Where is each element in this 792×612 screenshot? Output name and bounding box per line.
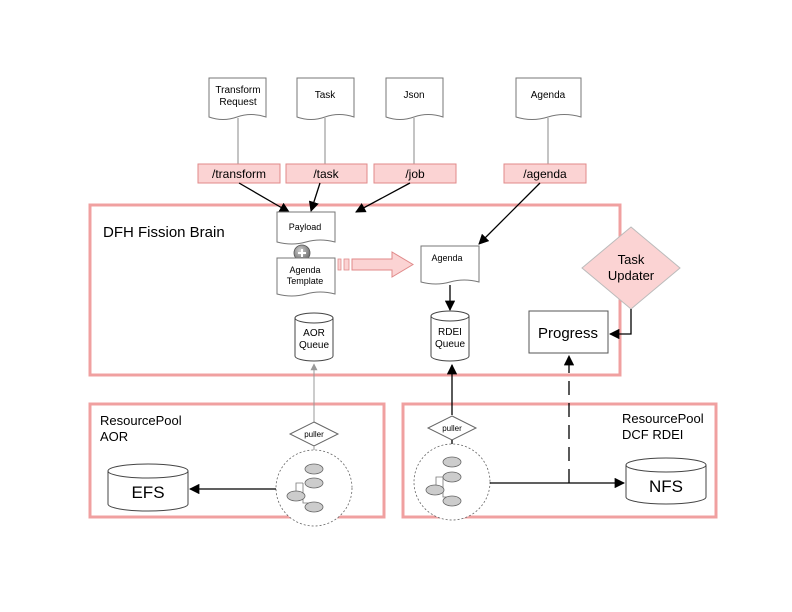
- nfs-store: NFS: [625, 457, 707, 505]
- puller-dcf-label: puller: [442, 424, 462, 433]
- puller-dcf: puller: [426, 415, 478, 441]
- doc-transform-request-line2: Request: [219, 97, 256, 108]
- puller-aor: puller: [288, 421, 340, 447]
- endpoint-arrows: [238, 182, 541, 245]
- endpoint-task: /task: [285, 163, 368, 184]
- doc-json-label: Json: [403, 90, 424, 101]
- endpoint-transform-label: /transform: [212, 167, 266, 181]
- pool-dcf-title-line2: DCF RDEI: [622, 427, 683, 442]
- rdei-queue-line1: RDEI: [438, 327, 462, 338]
- task-updater-line1: Task: [618, 252, 645, 267]
- doc-connectors: [237, 118, 549, 164]
- endpoint-agenda: /agenda: [503, 163, 587, 184]
- pool-aor-title-line2: AOR: [100, 429, 128, 444]
- doc-agenda-template-line1: Agenda: [289, 265, 320, 275]
- progress-label: Progress: [538, 325, 598, 342]
- efs-label: EFS: [131, 483, 164, 502]
- endpoint-transform: /transform: [197, 163, 281, 184]
- doc-payload-label: Payload: [289, 222, 322, 232]
- endpoint-job: /job: [373, 163, 457, 184]
- nfs-label: NFS: [649, 477, 683, 496]
- rdei-queue: RDEI Queue: [430, 310, 470, 362]
- endpoint-task-label: /task: [313, 167, 339, 181]
- doc-payload: Payload: [276, 211, 336, 245]
- pool-aor-container: [88, 402, 386, 519]
- task-updater-line2: Updater: [608, 268, 655, 283]
- doc-transform-request-line1: Transform: [215, 85, 260, 96]
- doc-agenda-template-line2: Template: [287, 276, 324, 286]
- doc-json: Json: [385, 77, 444, 120]
- transform-arrow: [337, 251, 414, 278]
- task-updater: Task Updater: [581, 226, 681, 310]
- rdei-queue-line2: Queue: [435, 339, 465, 350]
- endpoint-agenda-label: /agenda: [523, 167, 567, 181]
- worker-cluster-aor: [275, 449, 353, 527]
- doc-task-label: Task: [315, 90, 337, 101]
- doc-transform-request: Transform Request: [208, 77, 267, 120]
- aor-queue-line1: AOR: [303, 328, 325, 339]
- updater-to-progress-arrow: [608, 309, 632, 340]
- efs-store: EFS: [107, 463, 189, 512]
- worker-cluster-dcf: [413, 443, 491, 521]
- doc-task: Task: [296, 77, 355, 120]
- doc-agenda-brain: Agenda: [420, 245, 480, 285]
- puller-aor-label: puller: [304, 430, 324, 439]
- doc-agenda-brain-label: Agenda: [431, 253, 462, 263]
- pool-dcf-title-line1: ResourcePool: [622, 411, 704, 426]
- doc-agenda-label: Agenda: [531, 90, 566, 101]
- pool-aor-title-line1: ResourcePool: [100, 413, 182, 428]
- doc-agenda-top: Agenda: [515, 77, 582, 120]
- brain-title: DFH Fission Brain: [103, 224, 225, 241]
- pool-dcf-container: [401, 402, 718, 519]
- progress-box: Progress: [528, 310, 609, 354]
- aor-queue-line2: Queue: [299, 340, 329, 351]
- doc-agenda-template: Agenda Template: [276, 257, 336, 297]
- aor-queue: AOR Queue: [294, 312, 334, 362]
- endpoint-job-label: /job: [405, 167, 425, 181]
